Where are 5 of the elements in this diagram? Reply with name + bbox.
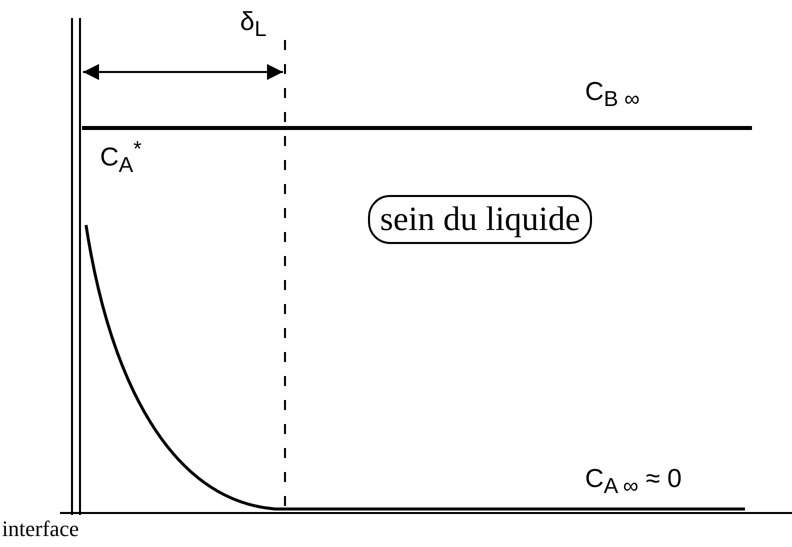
concentration-label: C$_{A ∞}$ ≈ 0	[585, 465, 682, 497]
interface-label: interface	[2, 518, 79, 540]
concentration-label: C$_{B ∞}$	[585, 78, 640, 110]
dimension-label: δ$_{L}$	[240, 8, 267, 40]
region-label: sein du liquide	[368, 195, 592, 244]
